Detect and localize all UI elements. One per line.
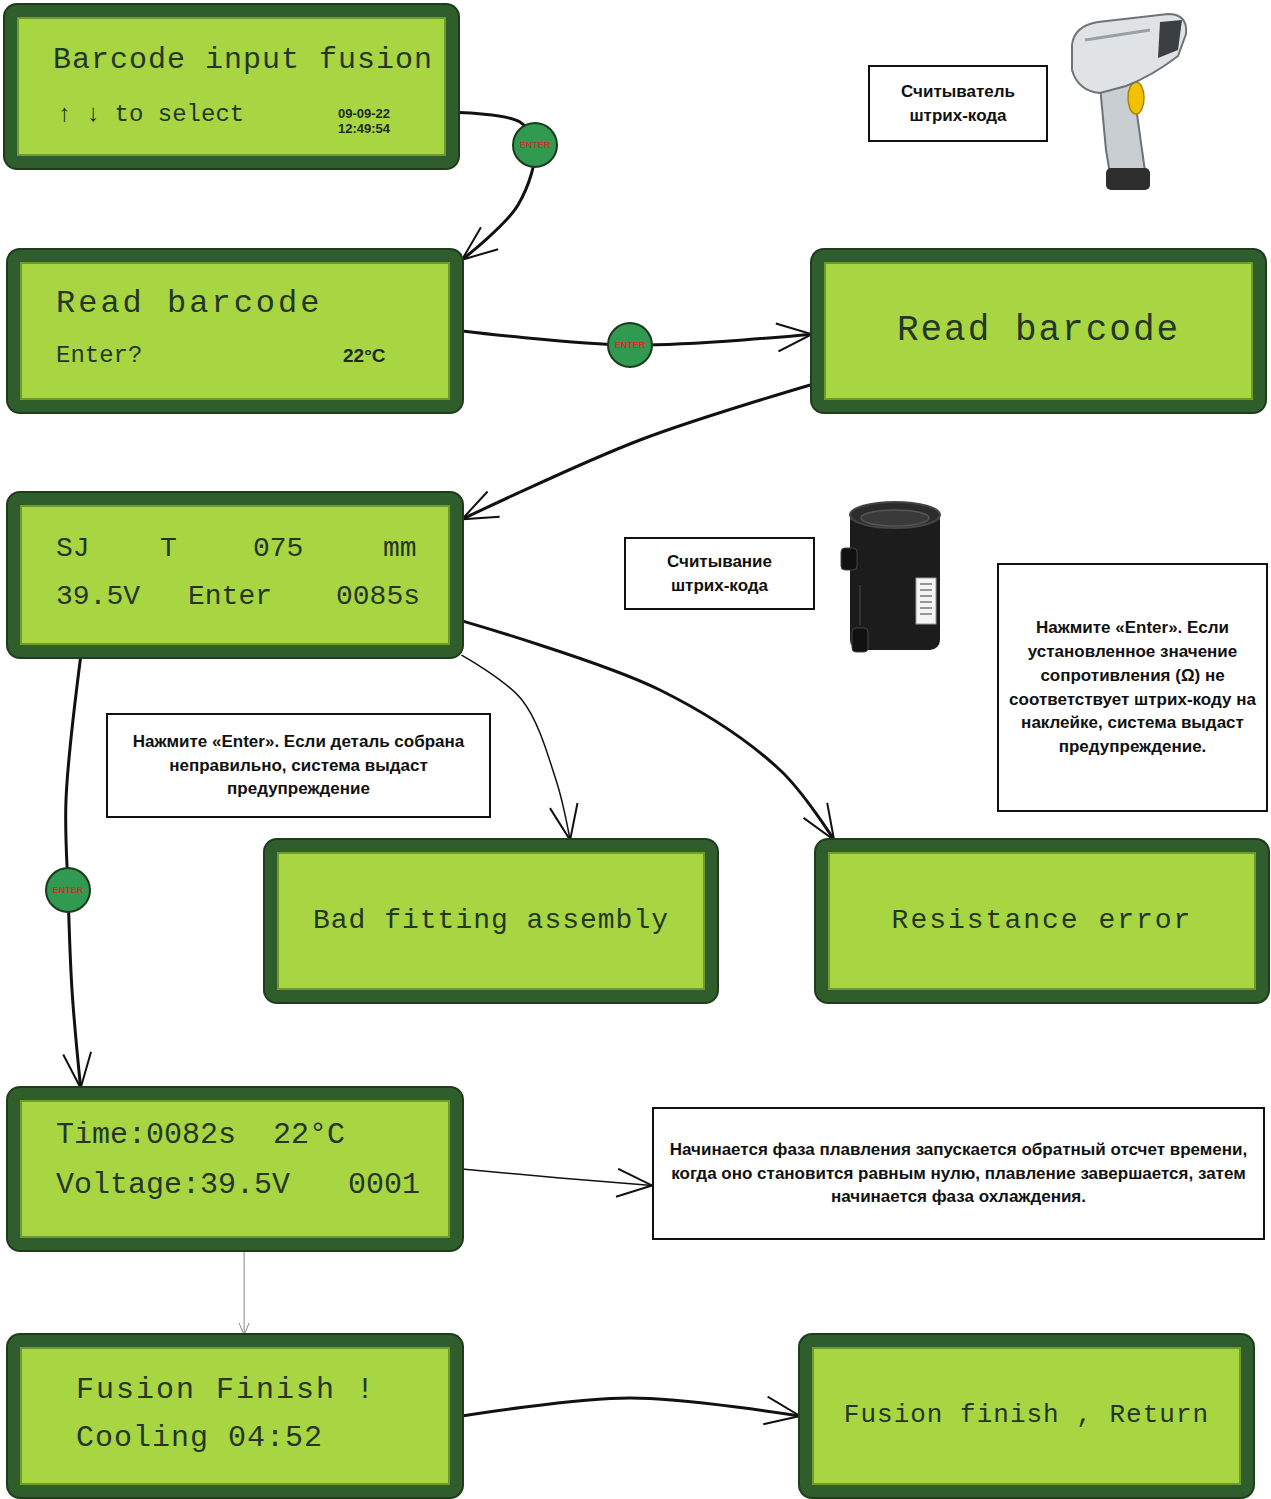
screen-text: Cooling 04:52 <box>76 1421 323 1456</box>
fitting-sticker <box>916 578 936 624</box>
callout-text: Считывание штрих-кода <box>636 550 803 598</box>
scanner-head <box>1072 14 1186 93</box>
lcd-screen: Resistance error <box>816 840 1268 1002</box>
fitting-terminal <box>841 548 857 570</box>
flow-arrow <box>462 621 834 840</box>
screen-text: T <box>160 533 177 565</box>
lcd-screen: SJ T 075 mm 39.5V Enter 0085s <box>8 493 462 657</box>
callout-box: Начинается фаза плавления запускается об… <box>652 1107 1265 1240</box>
callout-text: Начинается фаза плавления запускается об… <box>664 1138 1253 1209</box>
screen-text: ↑ ↓ to select <box>57 101 244 129</box>
callout-box: Считывание штрих-кода <box>624 537 815 610</box>
callout-box: Нажмите «Enter». Если установленное знач… <box>997 563 1268 812</box>
callout-box: Считыватель штрих-кода <box>868 65 1048 142</box>
screen-text: Enter <box>188 581 272 613</box>
lcd-screen: Read barcode <box>812 250 1265 412</box>
lcd-screen: Fusion Finish ! Cooling 04:52 <box>8 1335 462 1497</box>
callout-text: Считыватель штрих-кода <box>880 80 1036 128</box>
barcode-scanner <box>1072 14 1186 190</box>
fitting-thread <box>861 510 929 526</box>
scanner-trigger <box>1128 82 1144 114</box>
screen-text: Fusion Finish ! <box>76 1373 376 1408</box>
screen-text: Enter? <box>56 342 142 370</box>
enter-button: ENTER <box>607 322 653 368</box>
scanner-window <box>1158 20 1182 58</box>
enter-button: ENTER <box>512 122 558 168</box>
screen-text: 39.5V <box>56 581 140 613</box>
screen-text: 22°C <box>343 345 385 367</box>
flow-arrow <box>244 1250 245 1335</box>
fitting-coupler <box>841 502 940 652</box>
screen-text: Barcode input fusion <box>53 43 433 78</box>
screen-text: Resistance error <box>892 905 1193 937</box>
scanner-base <box>1106 168 1150 190</box>
callout-text: Нажмите «Enter». Если деталь собрана неп… <box>118 730 479 801</box>
flow-arrow <box>462 384 812 519</box>
callout-text: Нажмите «Enter». Если установленное знач… <box>1009 616 1256 759</box>
lcd-screen: Read barcodeEnter? 22°C <box>8 250 462 412</box>
screen-text: Fusion finish , Return <box>844 1401 1209 1431</box>
screen-text: 09-09-22 12:49:54 <box>338 107 410 137</box>
lcd-screen: Fusion finish , Return <box>800 1335 1253 1497</box>
flow-arrow <box>462 1169 652 1185</box>
screen-text: Read barcode <box>897 310 1180 351</box>
fitting-seam <box>859 585 861 625</box>
screen-text: SJ <box>56 533 90 565</box>
fitting-terminal <box>852 628 868 652</box>
screen-text: Voltage:39.5V <box>56 1168 290 1203</box>
screen-text: 075 <box>253 533 303 565</box>
sticker-stripes <box>920 584 932 614</box>
screen-text: 22°C <box>273 1118 345 1153</box>
enter-button: ENTER <box>45 867 91 913</box>
lcd-screen: Time:0082s 22°C Voltage:39.5V 0001 <box>8 1088 462 1250</box>
screen-text: Time:0082s <box>56 1118 236 1153</box>
screen-text: Read barcode <box>56 286 322 323</box>
screen-text: 0001 <box>348 1168 420 1203</box>
screen-text: 0085s <box>336 581 420 613</box>
lcd-screen: Bad fitting assembly <box>265 840 717 1002</box>
scanner-ridge <box>1085 30 1150 40</box>
callout-box: Нажмите «Enter». Если деталь собрана неп… <box>106 713 491 818</box>
lcd-screen: Barcode input fusion ↑ ↓ to select 09-09-2… <box>5 5 458 168</box>
flow-arrow <box>462 1398 800 1416</box>
screen-text: Bad fitting assembly <box>313 905 669 937</box>
screen-text: mm <box>383 533 417 565</box>
fitting-top <box>850 502 940 528</box>
